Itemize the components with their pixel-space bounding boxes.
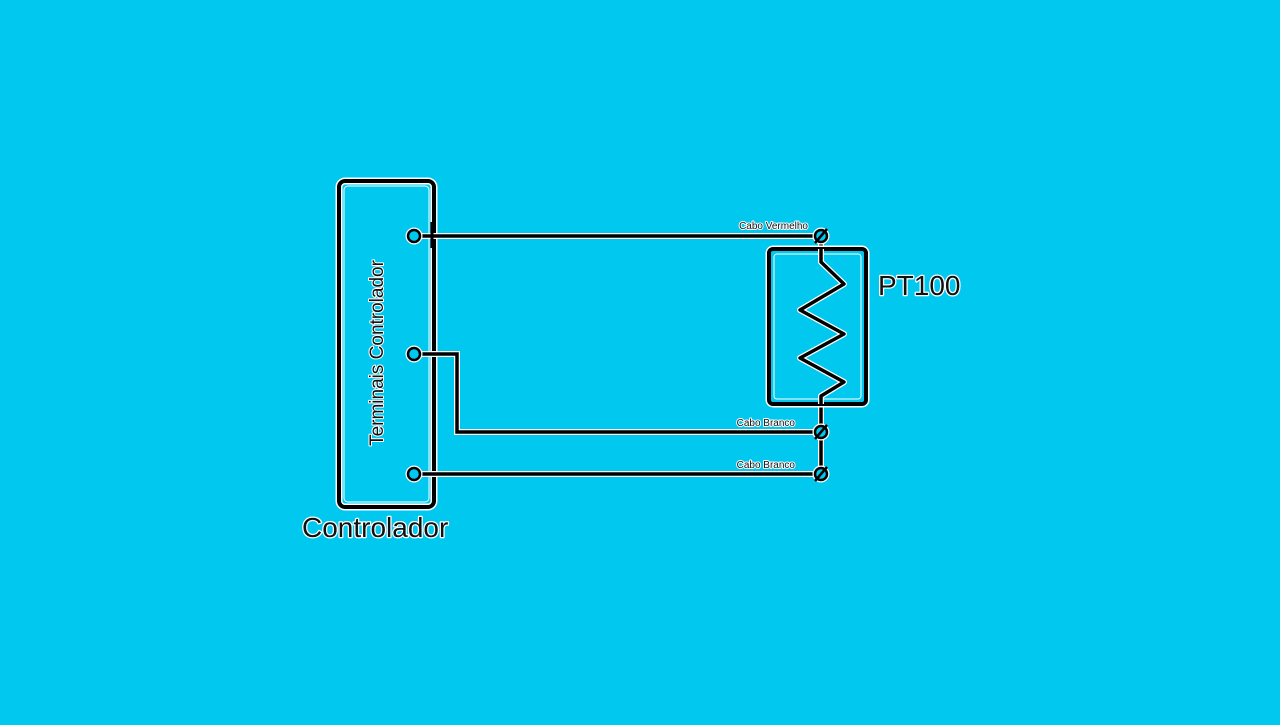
controller-title: Controlador xyxy=(302,512,448,543)
wire-label-white-2: Cabo Branco xyxy=(737,460,796,471)
controller-box xyxy=(335,177,438,511)
terminal-2 xyxy=(405,345,423,363)
screw-terminal-3 xyxy=(812,465,830,483)
wire-red xyxy=(420,222,821,248)
screw-terminal-1 xyxy=(812,227,830,245)
wire-label-red: Cabo Vermelho xyxy=(739,221,808,232)
screw-terminal-2 xyxy=(812,423,830,441)
terminal-1 xyxy=(405,227,423,245)
pt100-box xyxy=(765,245,870,408)
wire-white-1 xyxy=(420,351,821,435)
terminals-label: Terminais Controlador xyxy=(367,259,388,446)
sensor-title: PT100 xyxy=(878,270,961,301)
resistor-icon xyxy=(797,249,847,404)
terminal-3 xyxy=(405,465,423,483)
wire-label-white-1: Cabo Branco xyxy=(737,418,796,429)
